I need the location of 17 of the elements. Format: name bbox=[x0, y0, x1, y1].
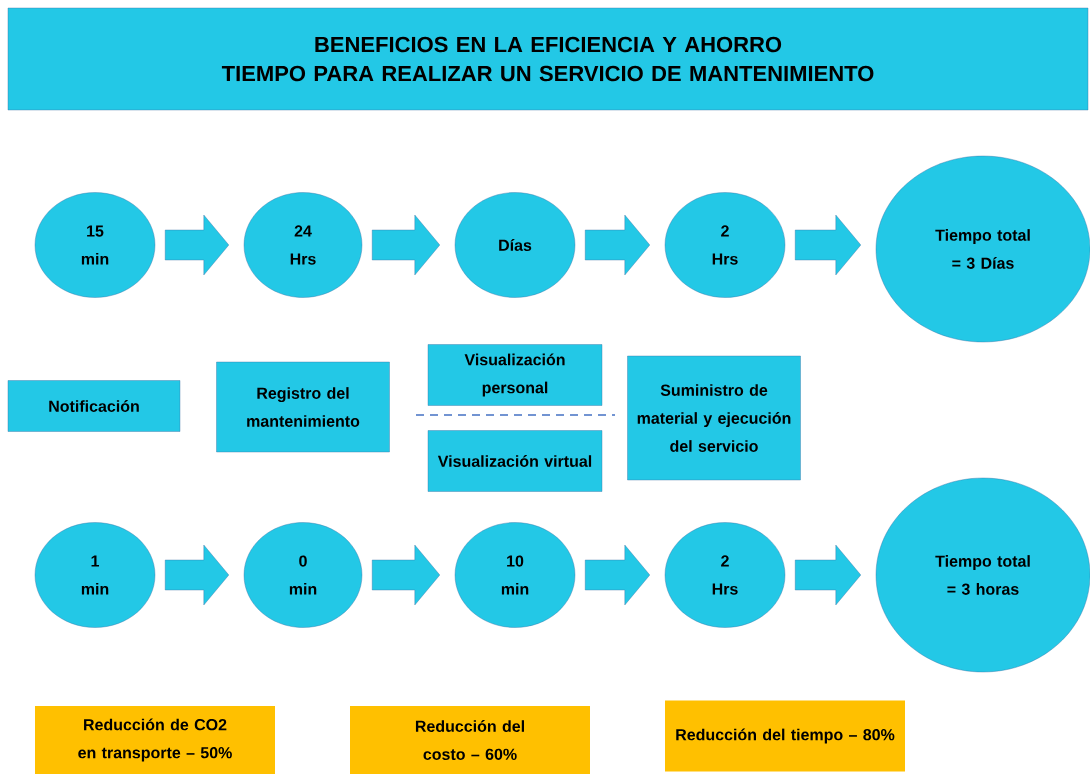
result-box: Reducción del tiempo – 80% bbox=[665, 700, 905, 772]
block-arrow bbox=[165, 214, 229, 276]
block-arrow bbox=[372, 544, 440, 606]
step-box: Suministro de material y ejecución del servicio bbox=[627, 355, 801, 481]
block-arrow bbox=[585, 544, 650, 606]
title-banner: BENEFICIOS EN LA EFICIENCIA Y AHORRO TIEMPO PARA REALIZAR UN SERVICIO DE MANTENIMIENTO bbox=[7, 7, 1089, 111]
block-arrow bbox=[372, 214, 440, 276]
step-box: Notificación bbox=[7, 380, 181, 432]
block-arrow bbox=[795, 214, 861, 276]
result-box: Reducción de CO2 en transporte – 50% bbox=[35, 706, 275, 774]
block-arrow bbox=[165, 544, 229, 606]
result-box: Reducción del costo – 60% bbox=[350, 706, 590, 774]
block-arrow bbox=[795, 544, 861, 606]
block-arrow bbox=[585, 214, 650, 276]
step-box: Visualización personal bbox=[427, 344, 603, 406]
step-box: Registro del mantenimiento bbox=[216, 361, 390, 453]
step-box: Visualización virtual bbox=[427, 430, 603, 492]
